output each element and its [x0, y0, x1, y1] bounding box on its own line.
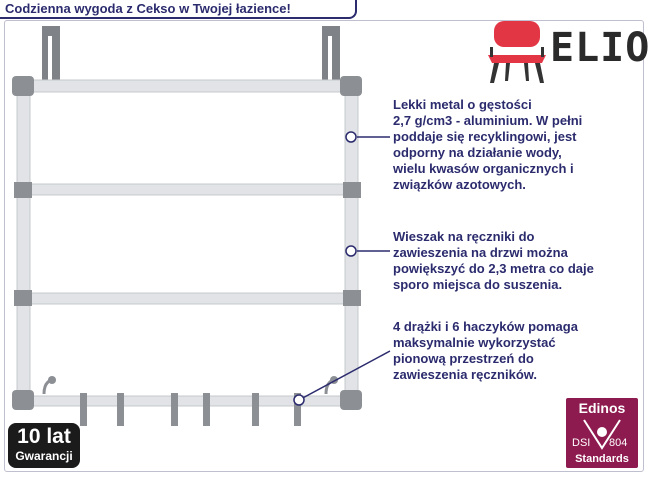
standards-badge: Edinos DSI 804 Standards	[566, 398, 638, 468]
check-shield-icon	[583, 419, 621, 450]
warranty-badge: 10 lat Gwarancji	[8, 423, 80, 468]
warranty-label: Gwarancji	[15, 449, 73, 463]
chair-icon	[488, 21, 546, 83]
warranty-years: 10 lat	[17, 425, 71, 448]
badge-number: 804	[609, 437, 628, 449]
badge-title: Edinos	[578, 400, 626, 416]
badge-dsi: DSI	[572, 437, 591, 449]
top-banner: Codzienna wygoda z Cekso w Twojej łazien…	[0, 0, 357, 19]
description-material: Lekki metal o gęstości 2,7 g/cm3 - alumi…	[393, 97, 583, 192]
badge-standards: Standards	[575, 453, 629, 465]
description-size: Wieszak na ręczniki do zawieszenia na dr…	[393, 229, 594, 292]
brand-logo-text: ELIOR	[550, 25, 650, 71]
description-bars-hooks: 4 drążki i 6 haczyków pomaga maksymalnie…	[393, 319, 578, 382]
content-frame	[4, 20, 644, 472]
